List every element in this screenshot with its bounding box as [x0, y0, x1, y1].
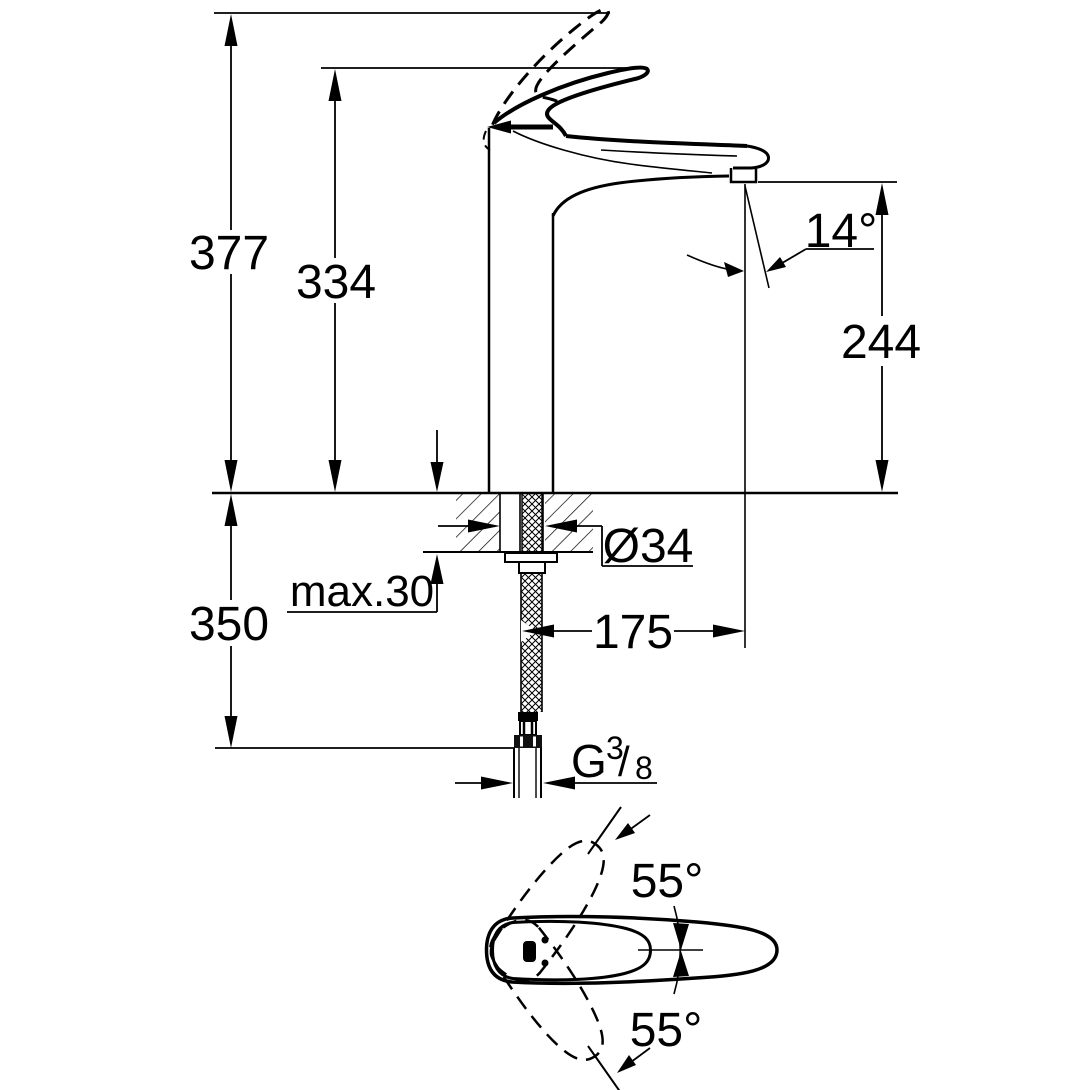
thread-tube-outer: [513, 748, 542, 798]
dim-stream-angle: 14°: [686, 184, 878, 648]
dim-spout-outlet-height: 244: [758, 181, 921, 492]
arc-arrow-upper-icon: [673, 923, 689, 950]
arrow-right-icon: [468, 519, 500, 533]
arrow-down-icon: [224, 716, 238, 748]
dim-spout-reach: 175: [522, 606, 745, 659]
spout-neck-contour: [512, 130, 713, 174]
arrow-up-icon: [430, 554, 444, 584]
mounting-section: [212, 491, 898, 798]
thread-slash-label: /: [618, 738, 630, 785]
arrow-down-icon: [430, 462, 444, 492]
dim-hole-diameter: Ø34: [438, 519, 694, 573]
spout-tip: [733, 144, 770, 170]
hose-end-collar: [518, 712, 538, 721]
connector-hex-nut: [514, 735, 542, 748]
leader-arrow-lower-icon: [617, 1055, 636, 1073]
arrow-left-icon: [545, 519, 577, 533]
threaded-shank: [522, 494, 542, 553]
handle-hot-dot: [541, 936, 549, 944]
handle-cold-dot: [541, 959, 549, 967]
arrow-right-icon: [713, 624, 745, 638]
dim-overall-height: 377: [189, 12, 610, 492]
spout-underside: [551, 174, 730, 217]
dim-max30-label: max.30: [290, 567, 434, 616]
hex-nut-facet-right: [533, 736, 536, 747]
mounting-hole-edges: [499, 494, 544, 552]
dim-350-label: 350: [189, 598, 269, 651]
dim-hose-length: 350: [189, 494, 514, 749]
angle-dimension-arc: [673, 905, 681, 995]
dim-55deg-upper-label: 55°: [631, 855, 704, 908]
dim-377-label: 377: [189, 227, 269, 280]
arrow-up-icon: [224, 494, 238, 526]
arrow-down-icon: [224, 460, 238, 492]
top-view-spout-outline: [484, 914, 779, 986]
dim-thread-size: G 3 / 8: [455, 730, 657, 790]
dia-leader: [573, 525, 693, 567]
hex-nut-facet-left: [520, 736, 523, 747]
angle-tick-lower: [587, 1045, 621, 1090]
leader-arrow-icon: [766, 257, 786, 272]
dim-244-label: 244: [841, 316, 921, 369]
dim-dia34-label: Ø34: [603, 520, 694, 573]
arrow-up-icon: [224, 14, 238, 46]
dim-334-label: 334: [296, 256, 376, 309]
dim-deck-thickness: max.30: [287, 430, 444, 616]
thread-denominator-label: 8: [635, 750, 653, 786]
hose-end-fitting-detail: [522, 721, 534, 735]
dim-175-label: 175: [593, 606, 673, 659]
spout-inner-contour: [600, 149, 738, 157]
thread-prefix-label: G: [571, 735, 607, 787]
curved-arrow-head-icon: [724, 262, 744, 277]
angle-tick-upper: [587, 806, 622, 855]
arrow-left-icon: [522, 624, 554, 638]
mounting-nut: [518, 561, 546, 574]
threaded-shank-edges: [521, 494, 543, 553]
handle-logo-mark: [523, 941, 536, 962]
arrow-left-icon: [543, 776, 575, 790]
arrow-up-icon: [875, 183, 889, 215]
flexible-hose: [521, 573, 542, 712]
arrow-right-icon: [481, 776, 513, 790]
arrow-up-icon: [328, 69, 342, 101]
dim-handle-height: 334: [296, 67, 648, 492]
hose-end-fitting: [519, 720, 537, 736]
spout-top-edge: [565, 134, 748, 148]
spout-aerator: [729, 168, 758, 184]
top-view-handle-rotated-up-dashed: [479, 826, 622, 992]
mounting-flange: [504, 552, 558, 563]
max30-leader: [287, 582, 438, 613]
leader-arrow-upper-icon: [615, 823, 635, 840]
side-view-faucet-outline: [466, 5, 770, 492]
stream-angled-line: [744, 185, 770, 289]
dim-14deg-label: 14°: [805, 205, 878, 258]
arrow-down-icon: [328, 460, 342, 492]
handle-rotation-arc-dashed: [482, 130, 491, 151]
thread-tube-inner: [518, 748, 537, 798]
thread-numerator-label: 3: [606, 730, 624, 766]
handle-direction-arrow-icon: [487, 120, 511, 134]
arc-arrow-lower-icon: [673, 951, 689, 977]
flexible-hose-edges: [520, 573, 543, 712]
top-view-handle-rotated-down-dashed: [478, 908, 621, 1075]
dim-55deg-lower-label: 55°: [630, 1004, 703, 1057]
arrow-down-icon: [875, 460, 889, 492]
top-view: 55° 55°: [478, 806, 779, 1090]
